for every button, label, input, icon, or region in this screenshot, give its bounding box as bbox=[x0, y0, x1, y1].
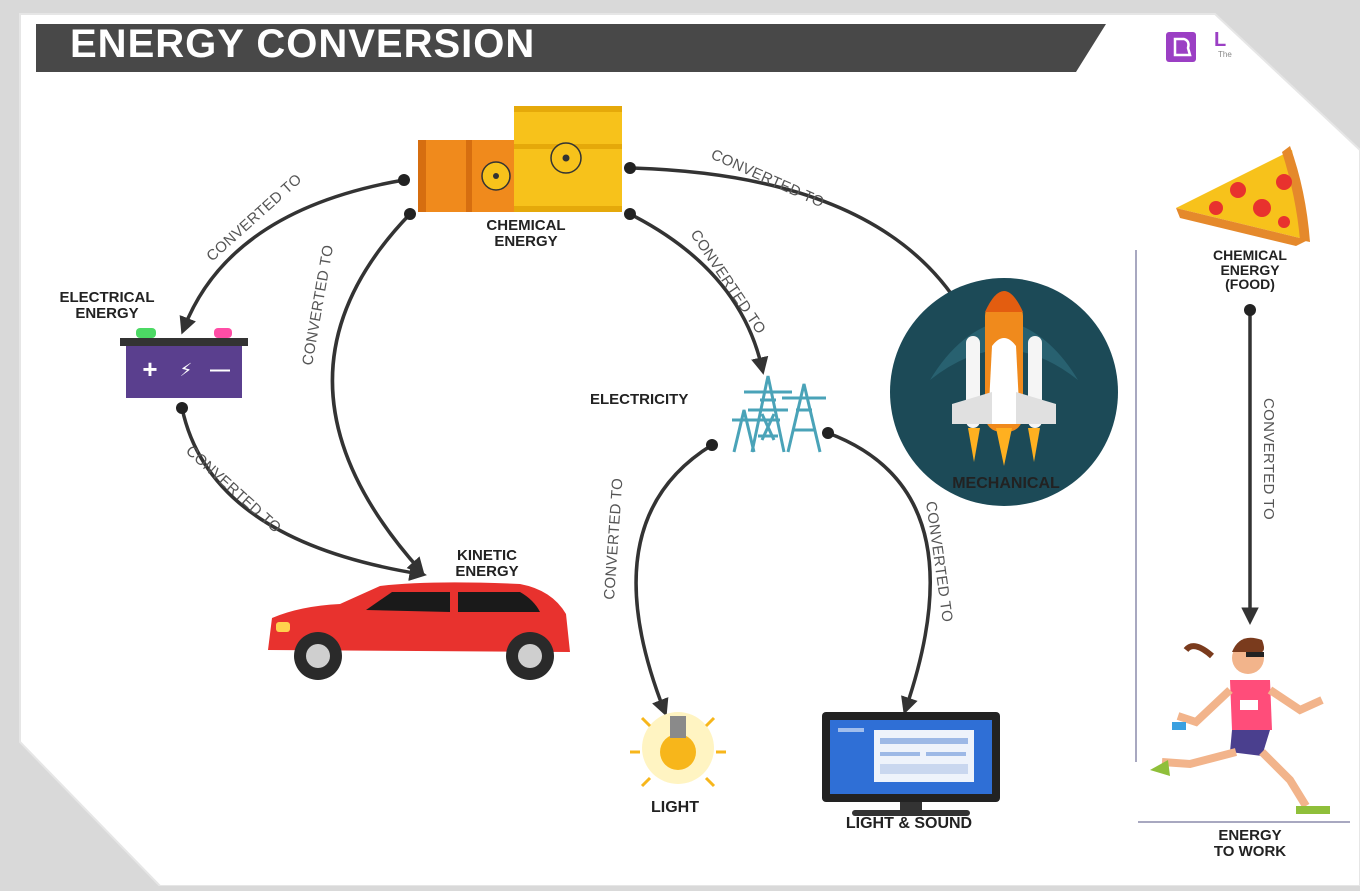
arrow-start-dot bbox=[624, 208, 636, 220]
brand-logo-text: L bbox=[1214, 29, 1227, 51]
arrow-chemical-to-mechanical bbox=[629, 166, 966, 316]
arrow-start-dot bbox=[398, 174, 410, 186]
label-energy-to-work: ENERGY TO WORK bbox=[1213, 827, 1287, 860]
rocket-illustration bbox=[890, 278, 1118, 506]
arrow-start-dot bbox=[1244, 304, 1256, 316]
arrow-battery-to-kinetic bbox=[180, 407, 427, 581]
arrow-electricity-to-light bbox=[634, 443, 713, 717]
pizza-slice-illustration bbox=[1176, 146, 1310, 246]
power-pylon-illustration bbox=[732, 375, 826, 453]
arrow-chemical-to-electricity bbox=[629, 212, 769, 375]
arrow-electricity-to-light-sound bbox=[827, 431, 932, 715]
battery-plus-symbol: + bbox=[142, 354, 157, 384]
arrow-start-dot bbox=[706, 439, 718, 451]
light-bulb-illustration bbox=[630, 712, 726, 788]
label-electrical-energy: ELECTRICAL ENERGY bbox=[59, 289, 155, 322]
arrow-start-dot bbox=[822, 427, 834, 439]
brand-logo-icon bbox=[1166, 32, 1196, 62]
arrow-start-dot bbox=[624, 162, 636, 174]
label-chemical-energy: CHEMICAL ENERGY bbox=[486, 217, 566, 250]
runner-illustration bbox=[1150, 637, 1330, 814]
diagram-title: ENERGY CONVERSION bbox=[70, 22, 536, 66]
arrow-chemical-to-kinetic bbox=[330, 212, 425, 576]
monitor-illustration bbox=[822, 712, 1000, 816]
label-electricity: ELECTRICITY bbox=[590, 391, 689, 408]
card-background bbox=[19, 13, 1360, 887]
car-illustration bbox=[268, 582, 570, 680]
arrow-start-dot bbox=[404, 208, 416, 220]
label-chemical-energy-food: CHEMICAL ENERGY (FOOD) bbox=[1213, 247, 1287, 293]
arrow-start-dot bbox=[176, 402, 188, 414]
label-kinetic-energy: KINETIC ENERGY bbox=[455, 547, 519, 580]
connector-label: CONVERTED TO bbox=[1260, 398, 1277, 520]
brand-logo-subtext: The bbox=[1218, 50, 1232, 59]
battery-minus-symbol: — bbox=[210, 359, 230, 381]
barrels-illustration bbox=[418, 106, 622, 212]
arrow-chemical-to-electrical bbox=[179, 178, 405, 335]
title-bar bbox=[36, 24, 1106, 72]
label-mechanical: MECHANICAL bbox=[952, 475, 1060, 492]
battery-illustration bbox=[120, 328, 248, 398]
label-light-and-sound: LIGHT & SOUND bbox=[845, 815, 973, 832]
label-light: LIGHT bbox=[651, 799, 699, 816]
battery-bolt-symbol: ⚡ bbox=[180, 360, 193, 381]
